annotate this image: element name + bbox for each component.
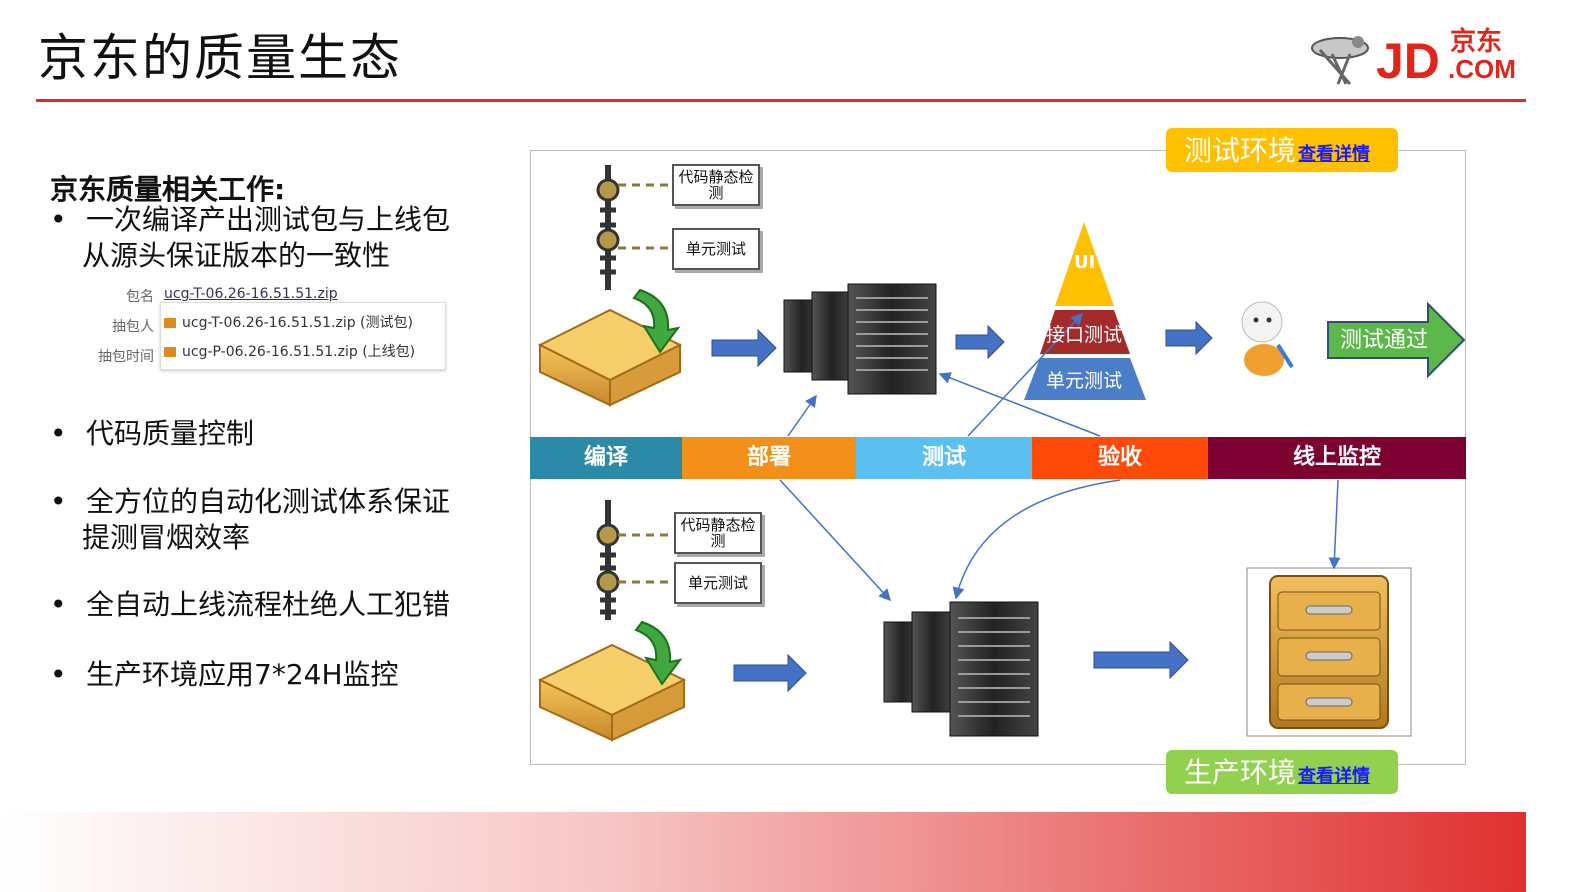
pkg-file-prod[interactable]: ucg-P-06.26-16.51.51.zip (上线包)	[164, 341, 415, 361]
env-test-tag: 测试环境查看详情	[1166, 128, 1398, 172]
env-test-link[interactable]: 查看详情	[1298, 144, 1371, 165]
title-divider	[36, 99, 1526, 102]
section-heading: 京东质量相关工作:	[50, 173, 286, 206]
stage-bar: 编译 部署 测试 验收 线上监控	[530, 437, 1466, 479]
footer-gradient-band	[0, 812, 1526, 892]
bullet-dot: •	[50, 485, 67, 518]
bullet-item: • 一次编译产出测试包与上线包 从源头保证版本的一致性	[50, 202, 450, 274]
stage-test: 测试	[856, 437, 1032, 479]
test-pyramid	[1024, 222, 1146, 400]
bullet-item: • 代码质量控制	[50, 416, 254, 452]
bullet-item: • 生产环境应用7*24H监控	[50, 657, 399, 693]
bullet-text: 生产环境应用7*24H监控	[86, 658, 399, 691]
env-prod-link[interactable]: 查看详情	[1298, 766, 1371, 787]
bullet-text: 全自动上线流程杜绝人工犯错	[86, 588, 451, 621]
env-prod-tag: 生产环境查看详情	[1166, 750, 1398, 794]
pkg-person-label: 抽包人	[112, 319, 154, 335]
page-title: 京东的质量生态	[38, 29, 402, 87]
bullet-item: • 全方位的自动化测试体系保证 提测冒烟效率	[50, 484, 450, 556]
tag-static-check: 代码静态检测	[672, 164, 760, 206]
pyramid-api-label: 接口测试	[1046, 324, 1123, 346]
bullet-text-cont: 从源头保证版本的一致性	[82, 239, 391, 272]
folder-icon	[164, 318, 176, 328]
stage-compile: 编译	[530, 437, 682, 479]
package-panel: 包名 ucg-T-06.26-16.51.51.zip 抽包人 ucg-T-06…	[92, 280, 452, 372]
pass-label: 测试通过	[1340, 328, 1429, 353]
bullet-dot: •	[50, 588, 67, 621]
bullet-text-cont: 提测冒烟效率	[82, 521, 251, 554]
pkg-name-label: 包名	[126, 289, 154, 305]
tag-static-check: 代码静态检测	[674, 512, 762, 554]
stage-deploy: 部署	[682, 437, 856, 479]
logo-brand: JD	[1376, 33, 1440, 89]
pkg-file-list	[160, 302, 446, 370]
package-box-icon	[537, 288, 683, 407]
tag-unit-test: 单元测试	[672, 228, 760, 270]
pyramid-unit-label: 单元测试	[1046, 370, 1123, 392]
pkg-file-test[interactable]: ucg-T-06.26-16.51.51.zip (测试包)	[164, 312, 413, 332]
env-prod-label: 生产环境	[1184, 756, 1297, 789]
bullet-text: 一次编译产出测试包与上线包	[86, 203, 451, 236]
jd-logo: JD 京东 .COM	[1311, 26, 1516, 89]
pkg-time-label: 抽包时间	[98, 349, 154, 365]
chain-icon	[596, 500, 620, 620]
env-test-label: 测试环境	[1184, 134, 1297, 167]
bullet-text: 全方位的自动化测试体系保证	[86, 485, 451, 518]
file-cabinet-icon	[1269, 575, 1389, 729]
pass-arrow	[1327, 301, 1466, 379]
bullet-dot: •	[50, 658, 67, 691]
server-icon	[783, 283, 937, 395]
logo-cn: 京东	[1450, 26, 1502, 57]
stage-accept: 验收	[1032, 437, 1208, 479]
connector-arrow	[779, 312, 1341, 602]
pyramid-ui-label: UI	[1074, 252, 1096, 273]
logo-suffix: .COM	[1448, 54, 1516, 84]
server-icon	[883, 601, 1039, 737]
tag-unit-test: 单元测试	[674, 562, 762, 604]
tester-avatar-icon	[1241, 301, 1294, 376]
bullet-text: 代码质量控制	[86, 417, 255, 450]
jd-dog-icon	[1311, 36, 1369, 85]
pkg-name-link[interactable]: ucg-T-06.26-16.51.51.zip	[164, 286, 338, 302]
flow-arrow	[711, 320, 1213, 693]
chain-icon	[596, 165, 620, 290]
folder-icon	[164, 347, 176, 357]
bullet-dot: •	[50, 203, 67, 236]
bullet-dot: •	[50, 417, 67, 450]
bullet-item: • 全自动上线流程杜绝人工犯错	[50, 587, 450, 623]
stage-monitor: 线上监控	[1208, 437, 1466, 479]
package-box-icon	[537, 620, 687, 742]
